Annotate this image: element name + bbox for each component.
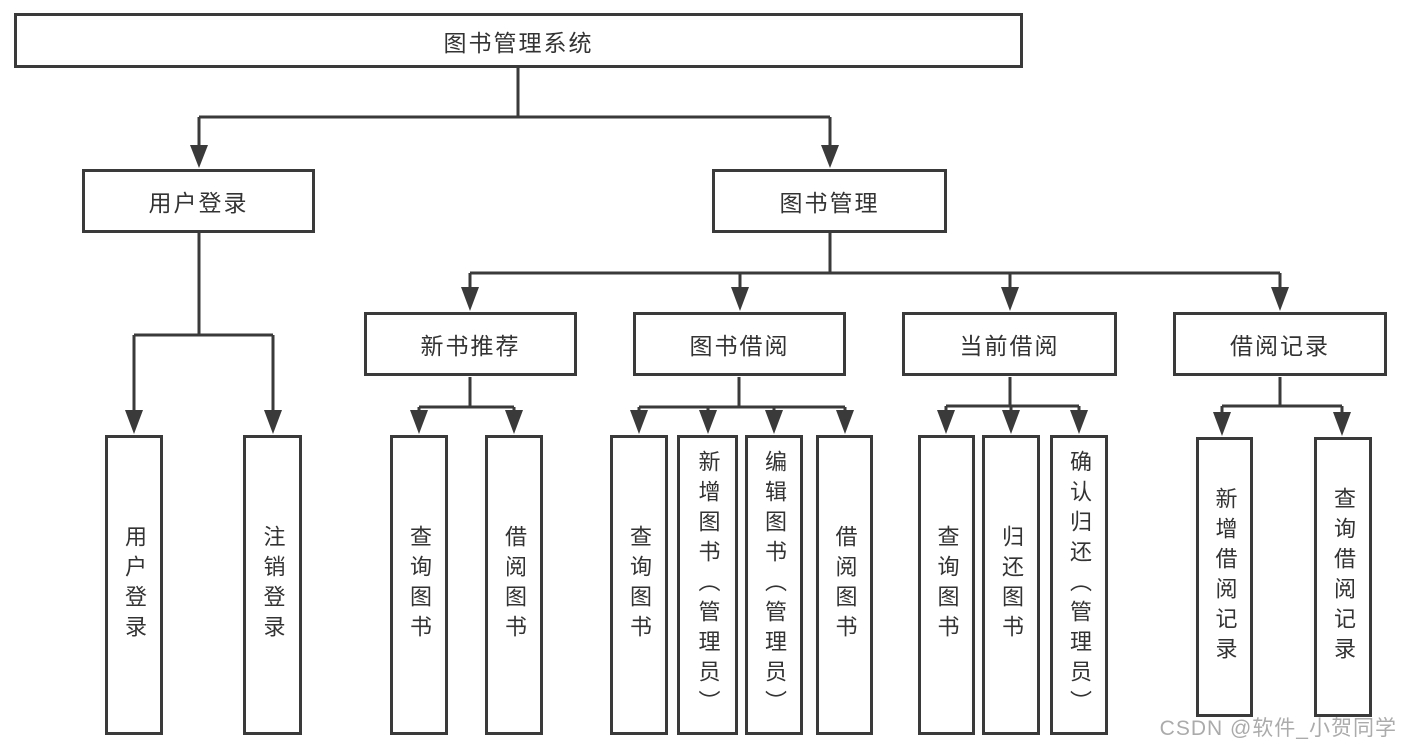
leaf-return-books-label: 归还图书 bbox=[999, 525, 1024, 645]
connector-book-borrow-to-leaves bbox=[630, 377, 854, 434]
leaf-edit-book-admin: 编辑图书（管理员） bbox=[745, 435, 803, 735]
leaf-add-book-admin: 新增图书（管理员） bbox=[677, 435, 738, 735]
leaf-borrow-books: 借阅图书 bbox=[816, 435, 873, 735]
leaf-query-borrow-record-label: 查询借阅记录 bbox=[1331, 487, 1356, 667]
watermark: CSDN @软件_小贺同学 bbox=[1159, 717, 1397, 740]
leaf-query-books-borrow: 查询图书 bbox=[610, 435, 668, 735]
leaf-edit-book-admin-label: 编辑图书（管理员） bbox=[762, 450, 787, 720]
connector-current-borrow-to-leaves bbox=[937, 377, 1088, 434]
node-book-mgmt-label: 图书管理 bbox=[779, 190, 880, 216]
leaf-query-books-rec-label: 查询图书 bbox=[407, 525, 432, 645]
leaf-query-borrow-record: 查询借阅记录 bbox=[1314, 437, 1372, 717]
leaf-confirm-return-admin-label: 确认归还（管理员） bbox=[1067, 450, 1092, 720]
connector-root-to-level2 bbox=[190, 68, 839, 168]
leaf-borrow-books-rec-label: 借阅图书 bbox=[502, 525, 527, 645]
node-book-borrow-label: 图书借阅 bbox=[689, 333, 790, 359]
leaf-logout: 注销登录 bbox=[243, 435, 302, 735]
leaf-query-books-current-label: 查询图书 bbox=[934, 525, 960, 645]
node-book-mgmt: 图书管理 bbox=[712, 169, 947, 233]
node-new-book-rec-label: 新书推荐 bbox=[420, 333, 521, 359]
connector-user-login-to-leaves bbox=[125, 233, 282, 434]
leaf-logout-label: 注销登录 bbox=[260, 525, 286, 645]
leaf-borrow-books-label: 借阅图书 bbox=[832, 525, 858, 645]
node-user-login: 用户登录 bbox=[82, 169, 315, 233]
leaf-add-borrow-record: 新增借阅记录 bbox=[1196, 437, 1253, 717]
node-new-book-rec: 新书推荐 bbox=[364, 312, 577, 376]
leaf-user-login-label: 用户登录 bbox=[122, 525, 147, 645]
leaf-query-books-rec: 查询图书 bbox=[390, 435, 448, 735]
leaf-borrow-books-rec: 借阅图书 bbox=[485, 435, 543, 735]
leaf-return-books: 归还图书 bbox=[982, 435, 1040, 735]
connector-new-book-rec-to-leaves bbox=[410, 377, 523, 434]
connector-borrow-records-to-leaves bbox=[1213, 377, 1351, 436]
leaf-confirm-return-admin: 确认归还（管理员） bbox=[1050, 435, 1108, 735]
leaf-query-books-current: 查询图书 bbox=[918, 435, 975, 735]
node-library-system: 图书管理系统 bbox=[14, 13, 1023, 68]
node-borrow-records-label: 借阅记录 bbox=[1230, 333, 1330, 359]
node-current-borrow: 当前借阅 bbox=[902, 312, 1117, 376]
leaf-add-borrow-record-label: 新增借阅记录 bbox=[1212, 487, 1238, 667]
connector-book-mgmt-to-level3 bbox=[461, 233, 1289, 311]
node-library-system-label: 图书管理系统 bbox=[443, 29, 594, 56]
node-borrow-records: 借阅记录 bbox=[1173, 312, 1387, 376]
leaf-add-book-admin-label: 新增图书（管理员） bbox=[695, 450, 721, 720]
node-current-borrow-label: 当前借阅 bbox=[959, 333, 1060, 359]
leaf-query-books-borrow-label: 查询图书 bbox=[627, 525, 652, 645]
leaf-user-login: 用户登录 bbox=[105, 435, 163, 735]
node-book-borrow: 图书借阅 bbox=[633, 312, 846, 376]
node-user-login-label: 用户登录 bbox=[148, 190, 249, 216]
